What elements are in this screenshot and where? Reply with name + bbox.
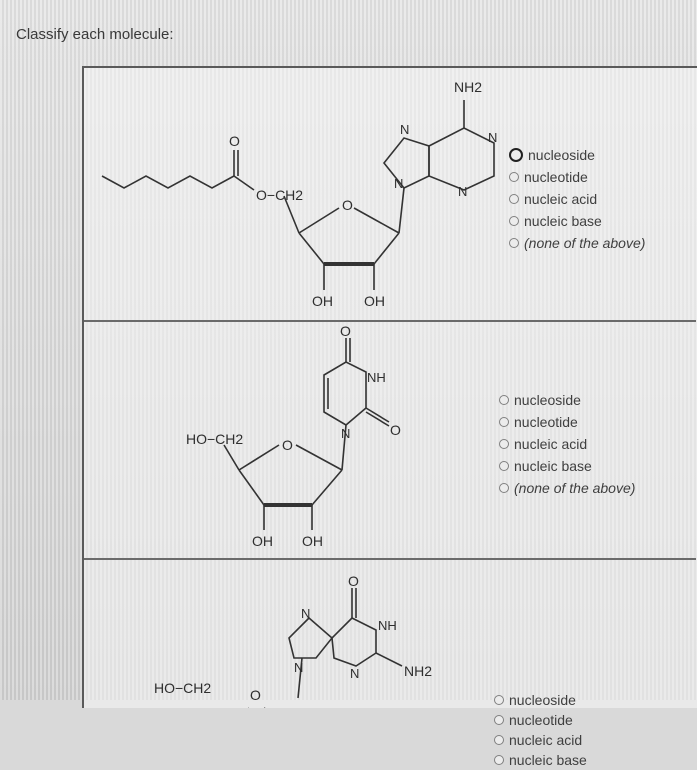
hydroxyl-label: OH [364, 293, 385, 309]
option-label: (none of the above) [524, 235, 646, 251]
n-label: N [488, 130, 497, 145]
option-nucleic-acid[interactable]: nucleic acid [499, 433, 635, 455]
radio-button[interactable] [499, 439, 509, 449]
option-label: nucleoside [528, 147, 595, 163]
option-nucleotide[interactable]: nucleotide [509, 166, 645, 188]
question-prompt: Classify each molecule: [16, 26, 174, 43]
option-nucleoside[interactable]: nucleoside [499, 389, 635, 411]
option-nucleic-acid[interactable]: nucleic acid [509, 188, 645, 210]
options-group-2: nucleoside nucleotide nucleic acid nucle… [499, 389, 635, 499]
ho-ch2-label: HO−CH2 [186, 431, 243, 447]
radio-button[interactable] [509, 238, 519, 248]
option-nucleic-base[interactable]: nucleic base [494, 750, 587, 770]
option-none-of-the-above[interactable]: (none of the above) [509, 232, 645, 254]
radio-button[interactable] [494, 755, 504, 765]
option-none-of-the-above[interactable]: (none of the above) [499, 477, 635, 499]
carbonyl-oxygen-label: O [348, 573, 359, 589]
carbonyl-oxygen-label: O [229, 133, 240, 149]
molecule-row-1: NH2 N N N N O O−CH2 O OH OH nucleoside n… [84, 68, 696, 322]
radio-button[interactable] [494, 735, 504, 745]
molecule-3-structure: O N NH N N NH2 HO−CH2 O [154, 573, 432, 708]
n-label: N [301, 606, 310, 621]
option-label: nucleic acid [509, 732, 583, 748]
option-nucleoside[interactable]: nucleoside [494, 690, 587, 710]
option-label: nucleoside [514, 392, 581, 408]
molecule-table: NH2 N N N N O O−CH2 O OH OH nucleoside n… [82, 66, 697, 768]
ho-ch2-label: HO−CH2 [154, 680, 211, 696]
option-label: nucleic base [514, 458, 592, 474]
radio-button[interactable] [499, 461, 509, 471]
n-label: N [394, 176, 403, 191]
n-label: N [350, 666, 359, 681]
molecule-2-structure: O NH N O HO−CH2 O OH OH [186, 323, 401, 549]
option-nucleotide[interactable]: nucleotide [494, 710, 587, 730]
option-nucleic-base[interactable]: nucleic base [509, 210, 645, 232]
nh-label: NH [367, 370, 386, 385]
n-label: N [294, 660, 303, 675]
option-label: (none of the above) [514, 480, 636, 496]
options-group-1: nucleoside nucleotide nucleic acid nucle… [509, 144, 645, 254]
radio-button[interactable] [499, 395, 509, 405]
nh2-label: NH2 [454, 79, 482, 95]
ring-oxygen-label: O [342, 197, 353, 213]
molecule-row-2: O NH N O HO−CH2 O OH OH nucleoside nucle… [84, 320, 696, 560]
radio-button[interactable] [494, 695, 504, 705]
options-group-3: nucleoside nucleotide nucleic acid nucle… [494, 690, 587, 770]
option-nucleoside[interactable]: nucleoside [509, 144, 645, 166]
n-label: N [458, 184, 467, 199]
radio-button[interactable] [499, 417, 509, 427]
option-nucleotide[interactable]: nucleotide [499, 411, 635, 433]
option-label: nucleotide [524, 169, 588, 185]
radio-button[interactable] [509, 194, 519, 204]
molecule-1-structure: NH2 N N N N O O−CH2 O OH OH [101, 79, 497, 309]
option-label: nucleic acid [524, 191, 598, 207]
radio-button[interactable] [499, 483, 509, 493]
option-label: nucleic acid [514, 436, 588, 452]
carbonyl-oxygen-label: O [390, 422, 401, 438]
radio-button[interactable] [494, 715, 504, 725]
carbonyl-oxygen-label: O [340, 323, 351, 339]
nh2-label: NH2 [404, 663, 432, 679]
option-nucleic-base[interactable]: nucleic base [499, 455, 635, 477]
option-nucleic-acid[interactable]: nucleic acid [494, 730, 587, 750]
radio-button[interactable] [509, 216, 519, 226]
hydroxyl-label: OH [312, 293, 333, 309]
ring-oxygen-label: O [282, 437, 293, 453]
ester-link-label: O−CH2 [256, 187, 303, 203]
nh-label: NH [378, 618, 397, 633]
hydroxyl-label: OH [252, 533, 273, 549]
option-label: nucleotide [509, 712, 573, 728]
hydroxyl-label: OH [302, 533, 323, 549]
option-label: nucleotide [514, 414, 578, 430]
option-label: nucleic base [509, 752, 587, 768]
n-label: N [400, 122, 409, 137]
ring-oxygen-label: O [250, 687, 261, 703]
n-label: N [341, 426, 350, 441]
molecule-row-3: O N NH N N NH2 HO−CH2 O nucleoside nucle… [84, 558, 696, 768]
radio-button[interactable] [509, 148, 523, 162]
option-label: nucleic base [524, 213, 602, 229]
option-label: nucleoside [509, 692, 576, 708]
radio-button[interactable] [509, 172, 519, 182]
